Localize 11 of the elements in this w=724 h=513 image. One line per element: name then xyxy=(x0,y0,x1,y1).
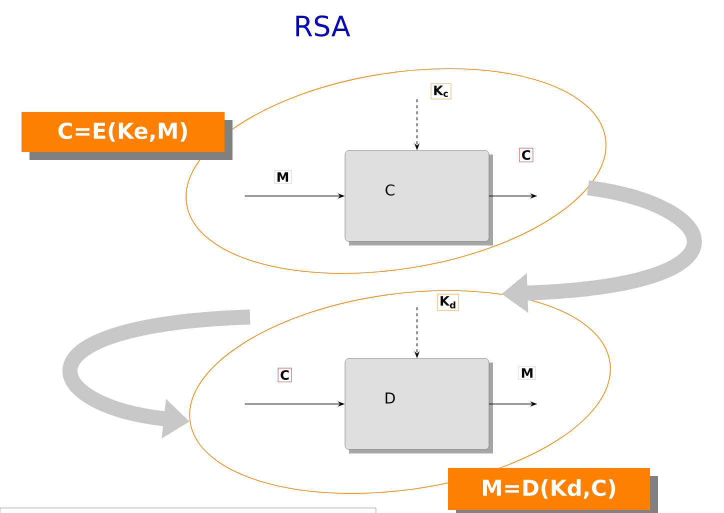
edge-label: M xyxy=(518,366,536,380)
edge-label: C xyxy=(278,368,292,382)
process-box: D xyxy=(344,358,493,454)
title: RSA xyxy=(296,15,350,37)
edge-label: C xyxy=(519,148,534,162)
process-box: C xyxy=(344,150,493,246)
edge-label: K$_{d}$ xyxy=(437,294,459,311)
formula-banner: M=D(Kd,C) xyxy=(448,468,658,513)
formula-banner: C=E(Ke,M) xyxy=(22,112,232,160)
edge-label: K$_{c}$ xyxy=(430,83,452,100)
edge-label: M xyxy=(274,170,292,184)
